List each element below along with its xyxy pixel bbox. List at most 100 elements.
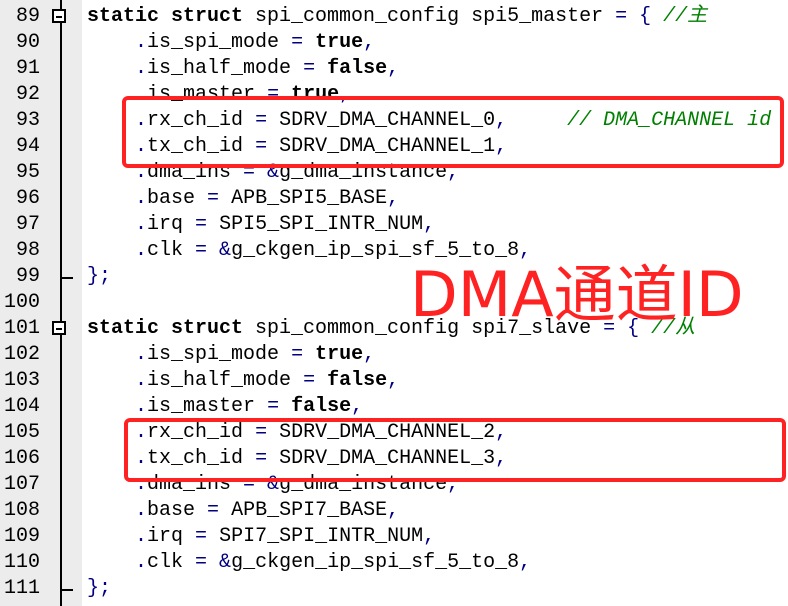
token-op: . xyxy=(135,395,148,418)
line-number: 92 xyxy=(15,83,40,106)
code-line[interactable]: 102 .is_spi_mode = true, xyxy=(0,342,788,368)
token-kw: true xyxy=(315,31,364,54)
token-op: , xyxy=(387,499,400,522)
code-text: .is_master = true, xyxy=(87,82,351,108)
token-op: = xyxy=(303,369,328,392)
code-line[interactable]: 106 .tx_ch_id = SDRV_DMA_CHANNEL_3, xyxy=(0,446,788,472)
code-line[interactable]: 97 .irq = SPI5_SPI_INTR_NUM, xyxy=(0,212,788,238)
token-id: spi_common_config spi7_slave xyxy=(255,317,604,340)
token-op: = xyxy=(291,31,316,54)
line-number: 93 xyxy=(15,109,40,132)
token-op: , xyxy=(519,551,532,574)
code-line[interactable]: 96 .base = APB_SPI5_BASE, xyxy=(0,186,788,212)
code-text: .irq = SPI5_SPI_INTR_NUM, xyxy=(87,212,435,238)
token-op: . xyxy=(135,499,148,522)
fold-collapse-icon[interactable] xyxy=(52,321,66,335)
token-op: . xyxy=(135,239,148,262)
code-line[interactable]: 103 .is_half_mode = false, xyxy=(0,368,788,394)
token-id: clk xyxy=(147,551,196,574)
token-op: = xyxy=(255,135,280,158)
token-op: . xyxy=(135,109,148,132)
token-op: . xyxy=(135,369,148,392)
token-op: , xyxy=(423,525,436,548)
token-op: = xyxy=(207,187,232,210)
line-number: 89 xyxy=(15,5,40,28)
token-id xyxy=(87,31,135,54)
code-text: .is_spi_mode = true, xyxy=(87,30,375,56)
line-number: 107 xyxy=(3,473,40,496)
code-line[interactable]: 104 .is_master = false, xyxy=(0,394,788,420)
token-cm: //主 xyxy=(663,5,708,28)
token-op: , xyxy=(387,57,400,80)
code-text: .is_master = false, xyxy=(87,394,363,420)
fold-guide-line xyxy=(60,0,62,606)
token-op: , xyxy=(519,239,532,262)
token-id: APB_SPI7_BASE xyxy=(231,499,388,522)
fold-collapse-icon[interactable] xyxy=(52,9,66,23)
code-line[interactable]: 101 static struct spi_common_config spi7_… xyxy=(0,316,788,342)
code-text: }; xyxy=(87,264,111,290)
fold-end-marker xyxy=(61,589,73,591)
line-number: 111 xyxy=(3,577,40,600)
token-op: , xyxy=(495,447,508,470)
token-id: clk xyxy=(147,239,196,262)
code-text: static struct spi_common_config spi7_sla… xyxy=(87,316,695,342)
code-text: .base = APB_SPI5_BASE, xyxy=(87,186,399,212)
line-number: 101 xyxy=(3,317,40,340)
code-line[interactable]: 99}; xyxy=(0,264,788,290)
line-number: 105 xyxy=(3,421,40,444)
token-op: = xyxy=(195,213,220,236)
token-op: , xyxy=(351,395,364,418)
line-number: 90 xyxy=(15,31,40,54)
token-id xyxy=(87,57,135,80)
token-op: , xyxy=(339,83,352,106)
token-op: . xyxy=(135,135,148,158)
line-number: 110 xyxy=(3,551,40,574)
token-id xyxy=(87,213,135,236)
token-op: = xyxy=(255,421,280,444)
code-line[interactable]: 111}; xyxy=(0,576,788,602)
token-kw: static xyxy=(87,5,172,28)
code-line[interactable]: 94 .tx_ch_id = SDRV_DMA_CHANNEL_1, xyxy=(0,134,788,160)
highlight-box-slave-dma xyxy=(124,418,786,482)
code-line[interactable]: 92 .is_master = true, xyxy=(0,82,788,108)
fold-end-marker xyxy=(61,277,73,279)
code-line[interactable]: 100 xyxy=(0,290,788,316)
line-number: 108 xyxy=(3,499,40,522)
code-line[interactable]: 105 .rx_ch_id = SDRV_DMA_CHANNEL_2, xyxy=(0,420,788,446)
code-text: .is_half_mode = false, xyxy=(87,56,399,82)
code-line[interactable]: 108 .base = APB_SPI7_BASE, xyxy=(0,498,788,524)
token-id: is_half_mode xyxy=(147,369,304,392)
token-id: SDRV_DMA_CHANNEL_1 xyxy=(279,135,496,158)
token-op: . xyxy=(135,447,148,470)
token-op: = xyxy=(207,499,232,522)
code-line[interactable]: 90 .is_spi_mode = true, xyxy=(0,30,788,56)
code-line[interactable]: 110 .clk = &g_ckgen_ip_spi_sf_5_to_8, xyxy=(0,550,788,576)
line-number: 99 xyxy=(15,265,40,288)
token-op: , xyxy=(363,343,376,366)
code-line[interactable]: 98 .clk = &g_ckgen_ip_spi_sf_5_to_8, xyxy=(0,238,788,264)
line-number: 100 xyxy=(3,291,40,314)
token-op: , xyxy=(495,135,508,158)
code-text: .tx_ch_id = SDRV_DMA_CHANNEL_3, xyxy=(87,446,507,472)
code-line[interactable]: 109 .irq = SPI7_SPI_INTR_NUM, xyxy=(0,524,788,550)
token-kw: false xyxy=(291,395,352,418)
token-op: = xyxy=(195,525,220,548)
token-op: , xyxy=(495,109,508,132)
token-op: = & xyxy=(195,551,232,574)
code-text: .base = APB_SPI7_BASE, xyxy=(87,498,399,524)
code-text: .clk = &g_ckgen_ip_spi_sf_5_to_8, xyxy=(87,550,531,576)
token-op: . xyxy=(135,343,148,366)
code-line[interactable]: 91 .is_half_mode = false, xyxy=(0,56,788,82)
token-id: tx_ch_id xyxy=(147,135,256,158)
token-id xyxy=(87,187,135,210)
token-cm: // DMA_CHANNEL id xyxy=(567,109,772,132)
token-cm: //从 xyxy=(651,317,696,340)
code-line[interactable]: 93 .rx_ch_id = SDRV_DMA_CHANNEL_0, // DM… xyxy=(0,108,788,134)
line-number: 91 xyxy=(15,57,40,80)
token-id: SPI7_SPI_INTR_NUM xyxy=(219,525,424,548)
token-id: base xyxy=(147,499,208,522)
token-id xyxy=(87,551,135,574)
token-id: SDRV_DMA_CHANNEL_0 xyxy=(279,109,496,132)
